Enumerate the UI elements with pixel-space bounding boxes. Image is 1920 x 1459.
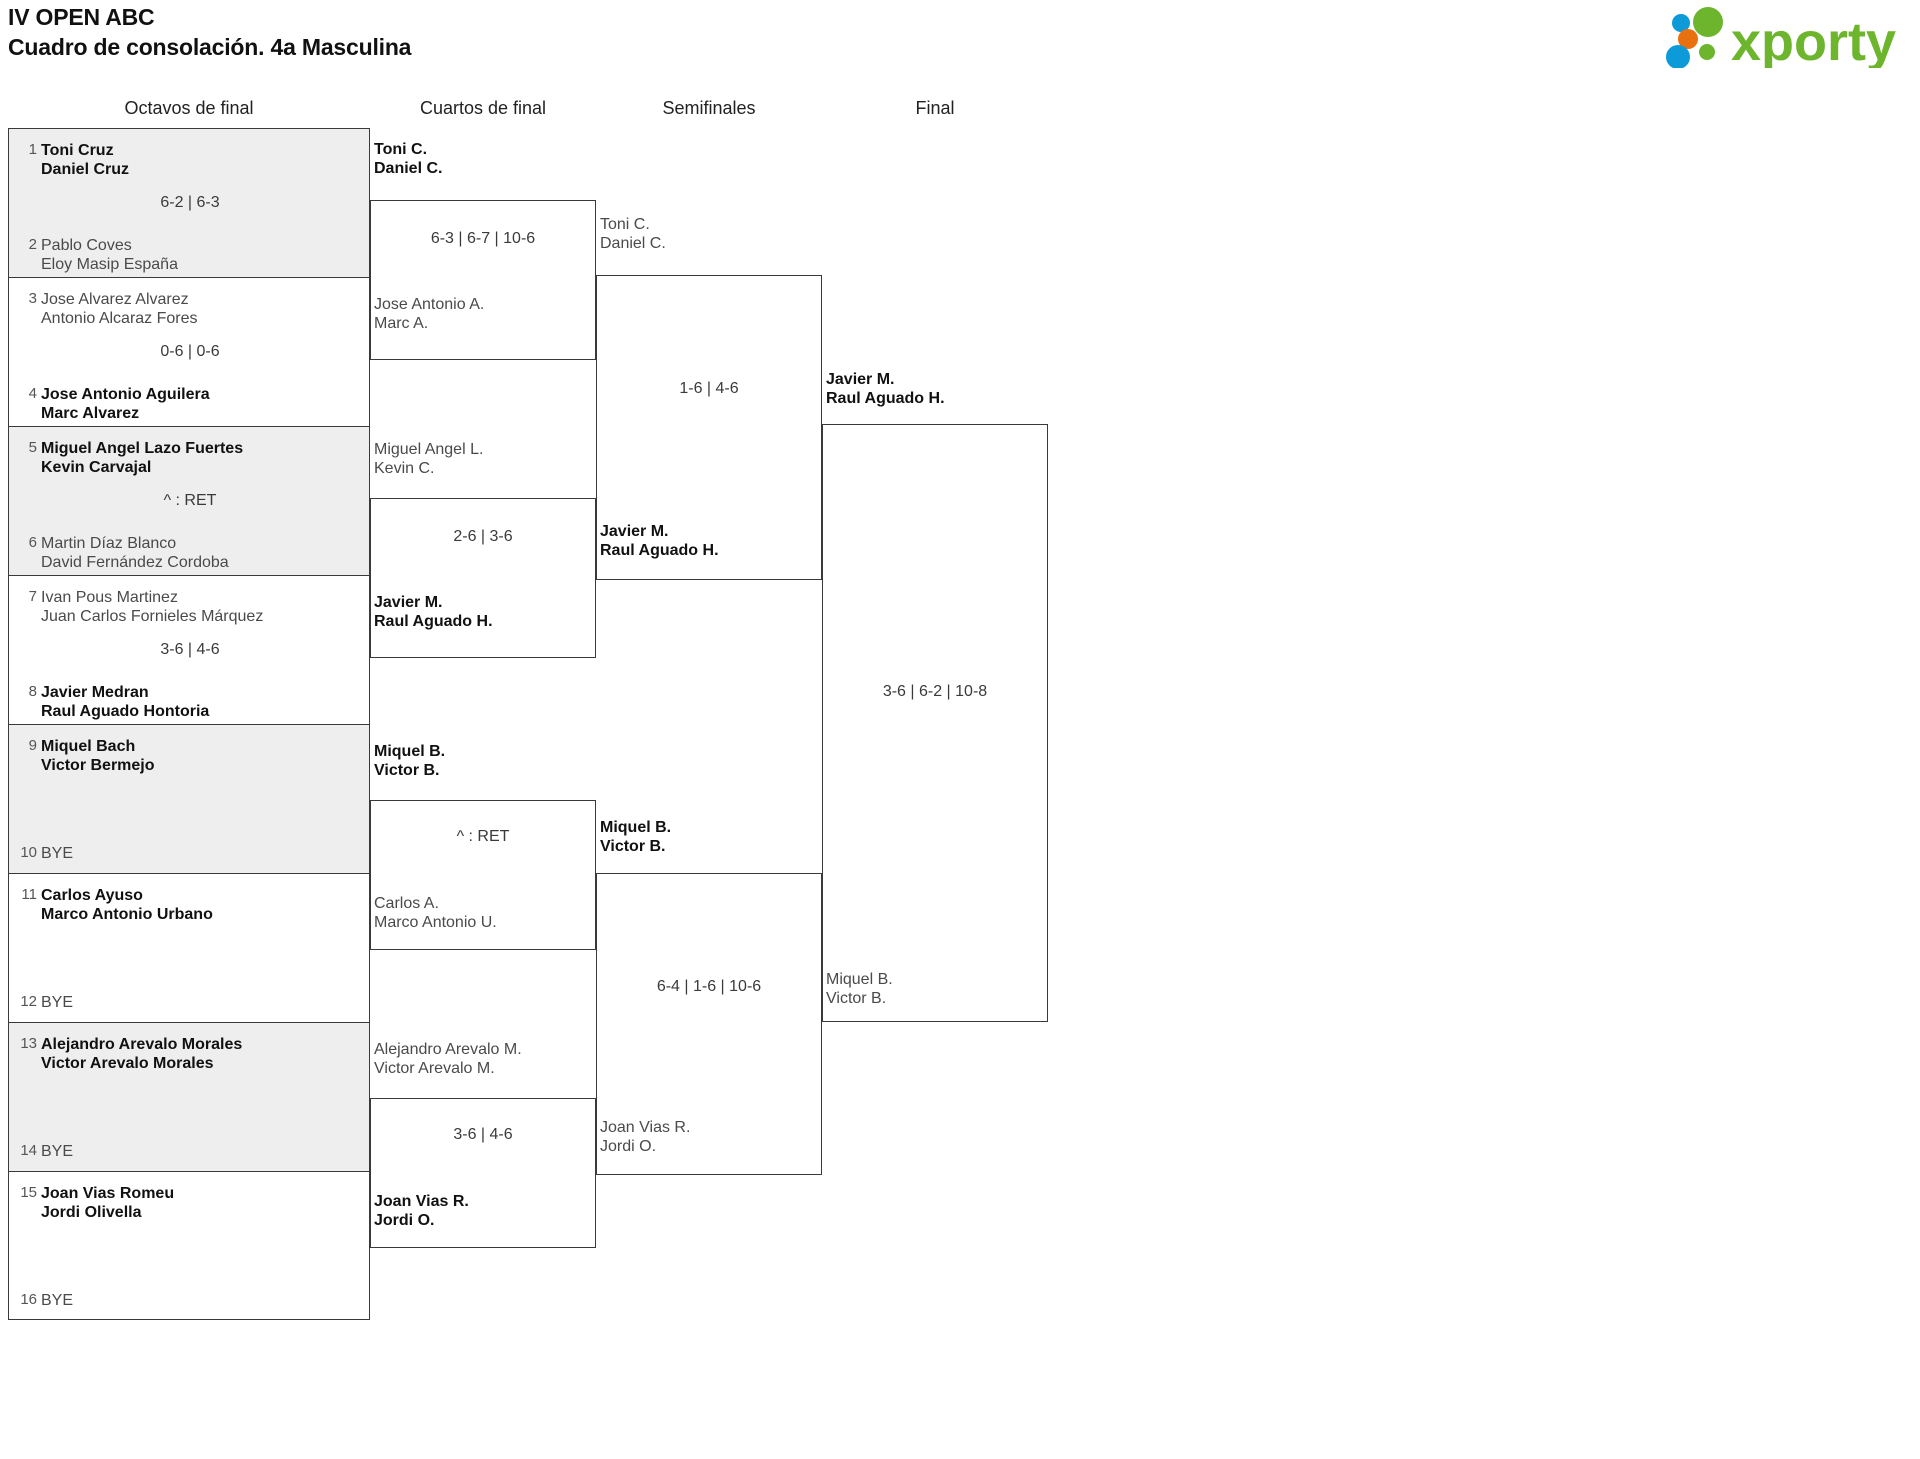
team-top: Ivan Pous Martinez Juan Carlos Fornieles…: [41, 589, 264, 625]
xporty-logo-graphic: xporty: [1666, 7, 1896, 68]
team-bottom-bye: BYE: [41, 1143, 74, 1160]
r3-match-1-team-bottom: Javier M. Raul Aguado H.: [600, 523, 719, 559]
svg-text:xporty: xporty: [1731, 12, 1896, 68]
team-bottom: Pablo Coves Eloy Masip España: [41, 237, 178, 273]
title-block: IV OPEN ABC Cuadro de consolación. 4a Ma…: [8, 2, 411, 62]
r2-match-1-team-top: Toni C. Daniel C.: [374, 141, 443, 177]
r1-match-4[interactable]: 7 Ivan Pous Martinez Juan Carlos Forniel…: [8, 575, 370, 724]
team-bottom: Martin Díaz Blanco David Fernández Cordo…: [41, 535, 229, 571]
r2-match-3-team-bottom: Carlos A. Marco Antonio U.: [374, 895, 497, 931]
r2-match-2-team-top: Miguel Angel L. Kevin C.: [374, 441, 484, 477]
r2-match-2-team-bottom: Javier M. Raul Aguado H.: [374, 594, 493, 630]
r2-match-4-team-top: Alejandro Arevalo M. Victor Arevalo M.: [374, 1041, 522, 1077]
tournament-title: IV OPEN ABC: [8, 4, 155, 30]
match-score: 6-2 | 6-3: [160, 194, 220, 211]
r3-match-1-score: 1-6 | 4-6: [679, 380, 739, 397]
round-header-semifinales: Semifinales: [662, 98, 756, 118]
seed-number: 10: [20, 844, 37, 861]
r1-match-8[interactable]: 15 Joan Vias Romeu Jordi Olivella 16 BYE: [8, 1171, 370, 1320]
seed-number: 5: [28, 439, 37, 456]
r3-match-2-bracket[interactable]: [596, 873, 822, 1175]
team-top: Toni Cruz Daniel Cruz: [41, 142, 130, 178]
seed-number: 15: [20, 1184, 37, 1201]
round-octavos-column: 1 Toni Cruz Daniel Cruz 6-2 | 6-3 2 Pabl…: [8, 128, 370, 1320]
draw-title: Cuadro de consolación. 4a Masculina: [8, 34, 412, 60]
round-header-final: Final: [915, 98, 955, 118]
r4-match-1-team-top: Javier M. Raul Aguado H.: [826, 371, 945, 407]
r1-match-5[interactable]: 9 Miquel Bach Victor Bermejo 10 BYE: [8, 724, 370, 873]
seed-number: 3: [28, 290, 37, 307]
r1-match-1[interactable]: 1 Toni Cruz Daniel Cruz 6-2 | 6-3 2 Pabl…: [8, 128, 370, 277]
r1-match-3[interactable]: 5 Miguel Angel Lazo Fuertes Kevin Carvaj…: [8, 426, 370, 575]
r2-match-4-team-bottom: Joan Vias R. Jordi O.: [374, 1193, 469, 1229]
page-header: IV OPEN ABC Cuadro de consolación. 4a Ma…: [0, 0, 1920, 76]
team-bottom-bye: BYE: [41, 845, 74, 862]
xporty-logo: xporty: [1661, 6, 1906, 68]
team-top: Alejandro Arevalo Morales Victor Arevalo…: [41, 1036, 243, 1072]
seed-number: 9: [28, 737, 37, 754]
team-bottom-bye: BYE: [41, 1292, 74, 1309]
r2-match-4-score: 3-6 | 4-6: [453, 1126, 513, 1143]
r3-match-1-bracket[interactable]: [596, 275, 822, 580]
round-header-cuartos: Cuartos de final: [419, 98, 547, 118]
seed-number: 1: [28, 141, 37, 158]
r4-match-1-score: 3-6 | 6-2 | 10-8: [882, 683, 988, 700]
seed-number: 6: [28, 534, 37, 551]
r2-match-3-team-top: Miquel B. Victor B.: [374, 743, 446, 779]
r2-match-1-bracket[interactable]: [370, 200, 596, 360]
match-score: 0-6 | 0-6: [160, 343, 220, 360]
r4-match-1-team-bottom: Miquel B. Victor B.: [826, 971, 893, 1007]
r4-match-1-bracket[interactable]: [822, 424, 1048, 1022]
r2-match-2-score: 2-6 | 3-6: [453, 528, 513, 545]
seed-number: 13: [20, 1035, 37, 1052]
r2-match-2-bracket[interactable]: [370, 498, 596, 658]
r2-match-1-score: 6-3 | 6-7 | 10-6: [430, 230, 536, 247]
seed-number: 4: [28, 385, 37, 402]
r2-match-4-bracket[interactable]: [370, 1098, 596, 1248]
team-bottom-bye: BYE: [41, 994, 74, 1011]
team-bottom: Jose Antonio Aguilera Marc Alvarez: [41, 386, 210, 422]
r2-match-3-bracket[interactable]: [370, 800, 596, 950]
seed-number: 8: [28, 683, 37, 700]
r3-match-2-team-bottom: Joan Vias R. Jordi O.: [600, 1119, 691, 1155]
team-top: Joan Vias Romeu Jordi Olivella: [41, 1185, 175, 1221]
seed-number: 2: [28, 236, 37, 253]
r1-match-2[interactable]: 3 Jose Alvarez Alvarez Antonio Alcaraz F…: [8, 277, 370, 426]
team-top: Miquel Bach Victor Bermejo: [41, 738, 155, 774]
r1-match-6[interactable]: 11 Carlos Ayuso Marco Antonio Urbano 12 …: [8, 873, 370, 1022]
r3-match-1-team-top: Toni C. Daniel C.: [600, 216, 666, 252]
r3-match-2-score: 6-4 | 1-6 | 10-6: [656, 978, 762, 995]
r2-match-1-team-bottom: Jose Antonio A. Marc A.: [374, 296, 485, 332]
team-bottom: Javier Medran Raul Aguado Hontoria: [41, 684, 210, 720]
match-score: 3-6 | 4-6: [160, 641, 220, 658]
team-top: Jose Alvarez Alvarez Antonio Alcaraz For…: [41, 291, 198, 327]
match-score: ^ : RET: [163, 492, 217, 509]
round-header-octavos: Octavos de final: [124, 98, 254, 118]
team-top: Carlos Ayuso Marco Antonio Urbano: [41, 887, 213, 923]
seed-number: 12: [20, 993, 37, 1010]
r3-match-2-team-top: Miquel B. Victor B.: [600, 819, 672, 855]
seed-number: 14: [20, 1142, 37, 1159]
seed-number: 7: [28, 588, 37, 605]
seed-number: 16: [20, 1291, 37, 1308]
team-top: Miguel Angel Lazo Fuertes Kevin Carvajal: [41, 440, 244, 476]
seed-number: 11: [21, 886, 37, 903]
r2-match-3-score: ^ : RET: [456, 828, 510, 845]
r1-match-7[interactable]: 13 Alejandro Arevalo Morales Victor Arev…: [8, 1022, 370, 1171]
